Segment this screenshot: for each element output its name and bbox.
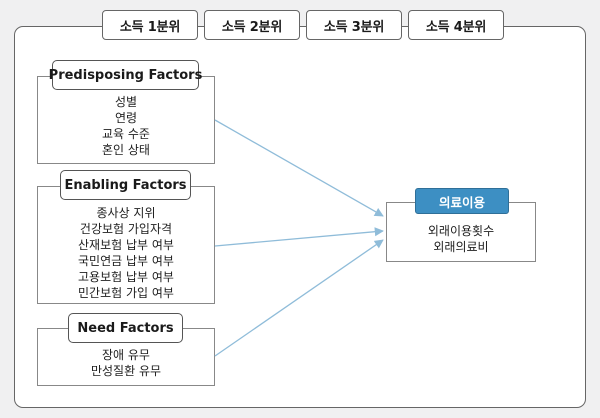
predisposing-factors-box: 성별 연령 교육 수준 혼인 상태	[37, 76, 215, 164]
enabling-item: 종사상 지위	[96, 206, 156, 220]
predisposing-item: 교육 수준	[102, 127, 150, 141]
arrow-need	[214, 239, 384, 357]
outcome-item: 외래의료비	[433, 240, 489, 254]
outcome-item: 외래이용횟수	[427, 224, 495, 238]
arrow-predisposing	[214, 119, 384, 217]
outcome-list: 외래이용횟수 외래의료비	[387, 223, 535, 255]
need-factors-title: Need Factors	[68, 313, 183, 343]
predisposing-item: 성별	[114, 95, 138, 109]
need-item: 장애 유무	[102, 348, 150, 362]
income-tab-3: 소득 3분위	[306, 10, 402, 40]
enabling-item: 국민연금 납부 여부	[78, 254, 174, 268]
income-tab-4: 소득 4분위	[408, 10, 504, 40]
outcome-box: 외래이용횟수 외래의료비	[386, 202, 536, 262]
enabling-item: 건강보험 가입자격	[79, 222, 173, 236]
enabling-factors-box: 종사상 지위 건강보험 가입자격 산재보험 납부 여부 국민연금 납부 여부 고…	[37, 186, 215, 304]
enabling-item: 고용보험 납부 여부	[78, 270, 174, 284]
enabling-factors-list: 종사상 지위 건강보험 가입자격 산재보험 납부 여부 국민연금 납부 여부 고…	[38, 205, 214, 301]
predisposing-factors-title: Predisposing Factors	[49, 60, 202, 90]
arrow-enabling	[214, 227, 384, 247]
enabling-item: 민간보험 가입 여부	[78, 286, 174, 300]
need-factors-list: 장애 유무 만성질환 유무	[38, 347, 214, 379]
enabling-item: 산재보험 납부 여부	[78, 238, 174, 252]
need-item: 만성질환 유무	[90, 364, 162, 378]
enabling-factors-title: Enabling Factors	[60, 170, 191, 200]
outcome-title: 의료이용	[415, 188, 509, 214]
income-tab-2: 소득 2분위	[204, 10, 300, 40]
predisposing-item: 혼인 상태	[102, 143, 150, 157]
predisposing-factors-list: 성별 연령 교육 수준 혼인 상태	[38, 94, 214, 158]
income-tab-1: 소득 1분위	[102, 10, 198, 40]
predisposing-item: 연령	[114, 111, 138, 125]
